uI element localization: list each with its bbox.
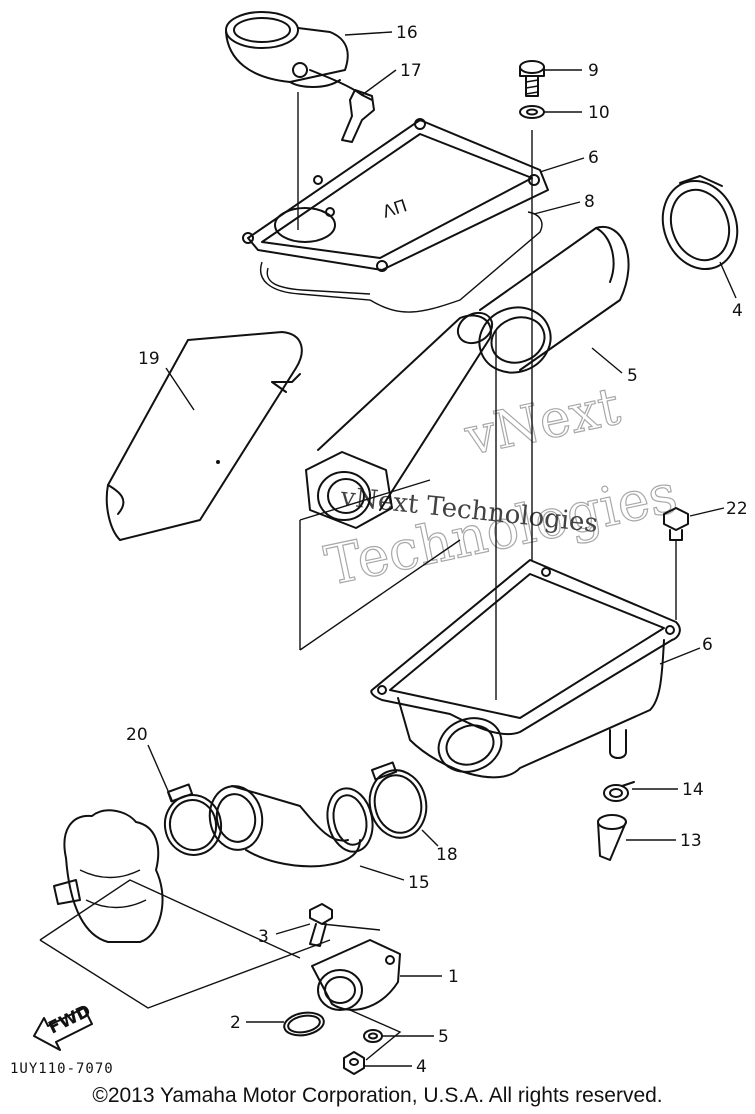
watermark-line3: Technologies (320, 462, 683, 598)
callout-4: 4 (416, 1057, 427, 1077)
callout-5: 5 (438, 1027, 449, 1047)
callout-20: 19 (138, 349, 160, 369)
part-17-intake-cap (225, 11, 349, 88)
part-11-cover-gasket (260, 211, 543, 313)
callout-14: 13 (680, 831, 702, 851)
callout-16: 15 (408, 873, 430, 893)
part-13-washer (519, 105, 545, 119)
copyright-notice: ©2013 Yamaha Motor Corporation, U.S.A. A… (92, 1084, 663, 1107)
watermark: vNext Technologies vNext Technologies (319, 376, 683, 598)
filter-guide-duct (305, 311, 494, 529)
fwd-label: FWD (45, 1001, 94, 1038)
part-21-hose-clamp (163, 783, 223, 856)
callout-22: 22 (726, 499, 748, 519)
part-18-breather-elbow (309, 69, 375, 143)
callout-9: 5 (627, 366, 638, 386)
fwd-arrow-icon: FWD (33, 1001, 94, 1051)
callout-6: 6 (702, 635, 713, 655)
part-4-nut (343, 1051, 365, 1075)
callout-3: 3 (258, 927, 269, 947)
part-5-washer (363, 1029, 383, 1043)
part-16-intake-joint (208, 785, 374, 868)
callout-18: 17 (400, 61, 422, 81)
callout-8: 4 (732, 301, 743, 321)
part-2-o-ring (283, 1011, 325, 1037)
part-12-bolt (519, 60, 545, 97)
assembly-lines (39, 92, 677, 1061)
callout-numbers: 16 17 9 10 6 8 4 5 19 22 6 14 13 20 15 1… (126, 23, 748, 1077)
callout-21: 20 (126, 725, 148, 745)
part-19-hose-clamp (368, 761, 428, 839)
carburetor-reference (53, 809, 164, 943)
part-15-clamp (603, 781, 635, 802)
callout-1: 1 (448, 967, 459, 987)
callout-11: 8 (584, 192, 595, 212)
box-marking: ΛΠ (380, 196, 409, 223)
part-1-manifold (311, 939, 401, 1011)
part-6-airbox-case (370, 559, 681, 779)
part-20-side-plate (105, 331, 303, 541)
callout-2: 2 (230, 1013, 241, 1033)
callout-leaders (147, 31, 737, 1067)
watermark-line1: vNext (459, 377, 625, 468)
callout-10: 6 (588, 148, 599, 168)
part-8-end-cap (661, 175, 739, 271)
part-14-drain-tube (597, 814, 627, 861)
callout-19: 18 (436, 845, 458, 865)
callout-17: 16 (396, 23, 418, 43)
callout-15: 14 (682, 780, 704, 800)
part-9-filter-element (478, 225, 630, 374)
part-10-airbox-cover: ΛΠ (242, 118, 549, 272)
callout-13: 10 (588, 103, 610, 123)
callout-12: 9 (588, 61, 599, 81)
diagram-part-number: 1UY110-7070 (10, 1061, 114, 1077)
